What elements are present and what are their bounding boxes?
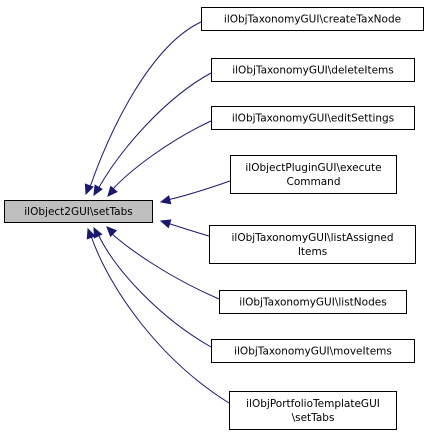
caller-node-executeCommand-box [230,155,397,194]
arrowhead-editSettings [107,185,118,197]
caller-node-executeCommand-label-line-2: Command [287,176,341,188]
arrowhead-moveItems [93,226,103,239]
caller-node-deleteItems[interactable]: ilObjTaxonomyGUI\deleteItems [211,58,415,82]
edge-editSettings-to-focus [111,120,212,191]
caller-node-editSettings[interactable]: ilObjTaxonomyGUI\editSettings [211,106,415,130]
caller-node-deleteItems-box [211,58,415,82]
caller-node-portfolioSetTabs-label-line-2: \setTabs [292,412,335,424]
edge-listNodes-to-focus [110,232,220,300]
arrowhead-listNodes [106,226,118,238]
caller-node-editSettings-label-line-1: ilObjTaxonomyGUI\editSettings [232,113,394,125]
edge-portfolioSetTabs-to-focus [90,235,230,404]
caller-node-listAssignedItems-label-line-1: ilObjTaxonomyGUI\listAssigned [232,232,394,244]
caller-node-createTaxNode-box [201,7,424,31]
caller-node-listAssignedItems-box [209,225,416,264]
caller-node-moveItems-label-line-1: ilObjTaxonomyGUI\moveItems [234,346,392,358]
caller-node-createTaxNode-label-line-1: ilObjTaxonomyGUI\createTaxNode [224,14,401,26]
edges-layer [84,21,231,404]
edge-deleteItems-to-focus [97,72,212,190]
caller-node-listAssignedItems-label-line-2: Items [298,246,327,258]
caller-node-moveItems-box [211,339,415,363]
arrowhead-listAssignedItems [159,219,172,229]
edge-createTaxNode-to-focus [89,21,202,188]
caller-node-moveItems[interactable]: ilObjTaxonomyGUI\moveItems [211,339,415,363]
focus-node-setTabs-label-line-1: ilObject2GUI\setTabs [24,206,132,218]
edge-moveItems-to-focus [97,233,212,348]
focus-node-setTabs-box [4,200,153,223]
caller-node-listNodes[interactable]: ilObjTaxonomyGUI\listNodes [219,290,407,314]
caller-node-portfolioSetTabs[interactable]: ilObjPortfolioTemplateGUI \setTabs [229,391,397,430]
caller-node-portfolioSetTabs-box [229,391,397,430]
arrowhead-portfolioSetTabs [86,227,96,240]
caller-node-listNodes-label-line-1: ilObjTaxonomyGUI\listNodes [239,297,386,309]
arrowhead-executeCommand [159,195,172,205]
nodes-layer: ilObject2GUI\setTabs ilObjTaxonomyGUI\cre… [4,7,424,430]
caller-node-deleteItems-label-line-1: ilObjTaxonomyGUI\deleteItems [232,65,394,77]
focus-node-setTabs[interactable]: ilObject2GUI\setTabs [4,200,153,223]
caller-node-editSettings-box [211,106,415,130]
caller-node-portfolioSetTabs-label-line-1: ilObjPortfolioTemplateGUI [246,398,380,410]
arrowhead-deleteItems [93,184,103,197]
caller-node-executeCommand-label-line-1: ilObjectPluginGUI\execute [245,162,381,174]
edge-executeCommand-to-focus [166,180,231,201]
edge-listAssignedItems-to-focus [166,222,210,237]
caller-node-listNodes-box [219,290,407,314]
arrowhead-createTaxNode [84,183,94,196]
caller-node-createTaxNode[interactable]: ilObjTaxonomyGUI\createTaxNode [201,7,424,31]
